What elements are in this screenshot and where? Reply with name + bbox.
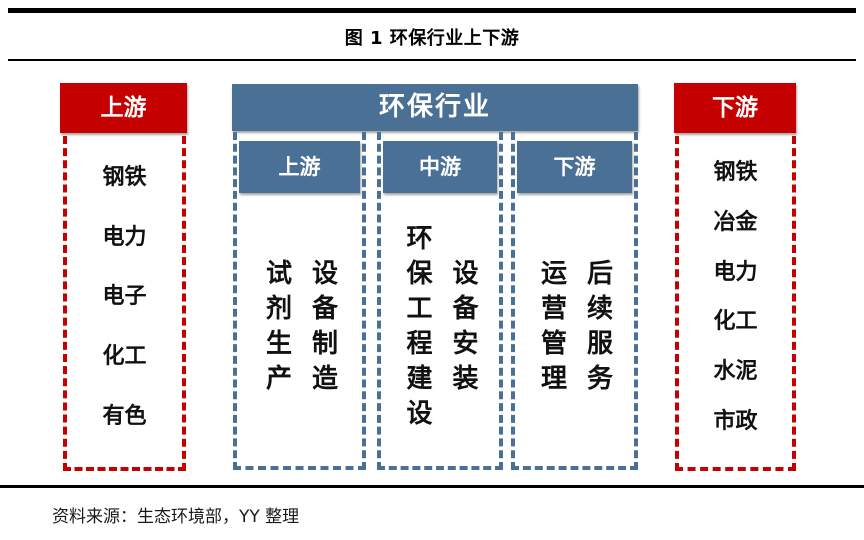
bottom-rule (0, 485, 864, 488)
industry-item: 电子 (102, 284, 147, 310)
downstream-panel-header: 下游 (674, 83, 796, 133)
industry-downstream-column: 下游 运营管理后续服务 (511, 132, 638, 470)
downstream-panel-body: 钢铁冶金电力化工水泥市政 (675, 136, 796, 471)
industry-item: 电力 (102, 224, 147, 250)
industry-item: 水泥 (713, 359, 758, 385)
industry-item: 市政 (713, 409, 758, 435)
industry-item: 钢铁 (713, 159, 758, 185)
segment-item: 后续服务 (582, 259, 613, 399)
industry-downstream-column-body: 运营管理后续服务 (515, 198, 634, 460)
industry-midstream-column-body: 环保工程建设设备安装 (381, 198, 499, 460)
upstream-panel-header: 上游 (60, 83, 187, 133)
industry-item: 化工 (102, 344, 147, 370)
industry-item: 有色 (102, 404, 147, 430)
title-rule (8, 59, 856, 61)
figure-title: 图 1 环保行业上下游 (344, 28, 520, 49)
segment-item: 设备安装 (448, 259, 478, 399)
segment-item: 设备制造 (307, 259, 338, 399)
top-rule (8, 8, 856, 13)
industry-panel-header: 环保行业 (232, 84, 638, 131)
source-note: 资料来源：生态环境部，YY 整理 (52, 507, 300, 527)
upstream-panel-body: 钢铁电力电子化工有色 (63, 136, 186, 471)
segment-item: 运营管理 (536, 259, 567, 399)
industry-upstream-column-body: 试剂生产设备制造 (237, 198, 362, 460)
industry-downstream-column-header: 下游 (517, 141, 632, 193)
industry-midstream-column: 中游 环保工程建设设备安装 (377, 132, 503, 470)
industry-item: 冶金 (713, 209, 758, 235)
industry-upstream-column: 上游 试剂生产设备制造 (233, 132, 366, 470)
industry-item: 化工 (713, 309, 758, 335)
segment-item: 环保工程建设 (402, 224, 432, 434)
segment-item: 试剂生产 (261, 259, 292, 399)
industry-midstream-column-header: 中游 (383, 141, 497, 193)
industry-item: 电力 (713, 259, 758, 285)
industry-upstream-column-header: 上游 (239, 141, 360, 193)
industry-item: 钢铁 (102, 164, 147, 190)
